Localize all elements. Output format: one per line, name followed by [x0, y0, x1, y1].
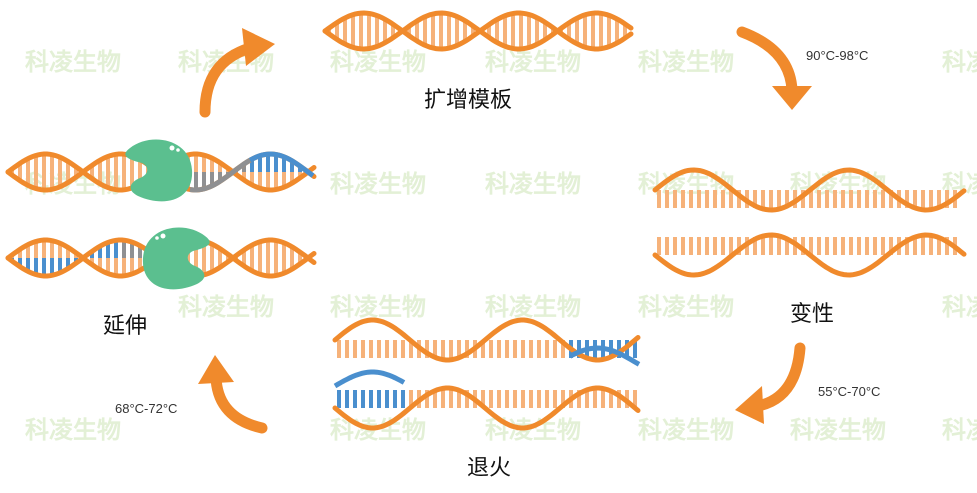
watermark-text: 科凌生物	[485, 170, 581, 198]
watermark-text: 科凌生物	[330, 48, 426, 76]
enzyme-highlight	[176, 148, 180, 152]
cycle-arrow-icon	[199, 28, 275, 118]
watermark-text: 科凌生物	[942, 293, 977, 321]
enzyme-body	[125, 139, 193, 202]
step-label-anneal: 退火	[467, 456, 512, 481]
dna-strand	[332, 317, 641, 363]
polymerase-enzyme-icon	[142, 227, 210, 290]
step-label-extend: 延伸	[103, 314, 148, 339]
cycle-arrow-icon	[735, 342, 806, 424]
enzyme-highlight	[160, 233, 166, 239]
watermark-text: 科凌生物	[942, 48, 977, 76]
arrow-head	[772, 86, 812, 110]
arrow-shaft	[752, 342, 806, 412]
denatured-strand-top	[652, 167, 967, 213]
watermark-text: 科凌生物	[25, 48, 121, 76]
arrow-shaft	[736, 26, 798, 96]
step-label-denature: 变性	[790, 302, 835, 327]
step-label-template: 扩增模板	[424, 88, 513, 113]
watermark-text: 科凌生物	[330, 293, 426, 321]
watermark-text: 科凌生物	[25, 416, 121, 444]
arrow-head	[198, 355, 234, 384]
watermark-text: 科凌生物	[330, 170, 426, 198]
template-helix	[322, 10, 634, 52]
enzyme-highlight	[155, 236, 159, 240]
dna-strand	[322, 10, 634, 52]
dna-strand	[652, 232, 967, 278]
watermark-text: 科凌生物	[485, 48, 581, 76]
arrow-head	[735, 386, 764, 424]
watermark-text: 科凌生物	[330, 416, 426, 444]
arrow-head	[242, 28, 275, 66]
polymerase-enzyme-icon	[125, 139, 193, 202]
synth-strand	[248, 151, 315, 178]
temp-label-denature: 90°C-98°C	[806, 48, 869, 63]
cycle-arrow-icon	[198, 355, 268, 434]
watermark-text: 科凌生物	[638, 416, 734, 444]
watermark-text: 科凌生物	[942, 416, 977, 444]
annealed-strand-top	[332, 317, 641, 367]
watermark-text: 科凌生物	[178, 293, 274, 321]
temp-label-anneal: 55°C-70°C	[818, 384, 881, 399]
cycle-arrow-icon	[736, 26, 812, 110]
primer-strand	[568, 345, 641, 367]
watermark-text: 科凌生物	[638, 170, 734, 198]
primer-strand	[333, 369, 406, 389]
synth-strand	[189, 158, 252, 193]
watermark-text: 科凌生物	[485, 293, 581, 321]
watermark-text: 科凌生物	[790, 416, 886, 444]
watermark-text: 科凌生物	[638, 293, 734, 321]
arrow-shaft	[199, 42, 256, 118]
annealed-strand-bottom	[332, 369, 641, 431]
denatured-strand-bottom	[652, 232, 967, 278]
arrow-shaft	[210, 372, 268, 434]
dna-strand	[652, 167, 967, 213]
temp-label-extend: 68°C-72°C	[115, 401, 178, 416]
dna-strand	[332, 385, 641, 431]
enzyme-highlight	[169, 145, 175, 151]
enzyme-body	[142, 227, 210, 290]
watermark-text: 科凌生物	[638, 48, 734, 76]
